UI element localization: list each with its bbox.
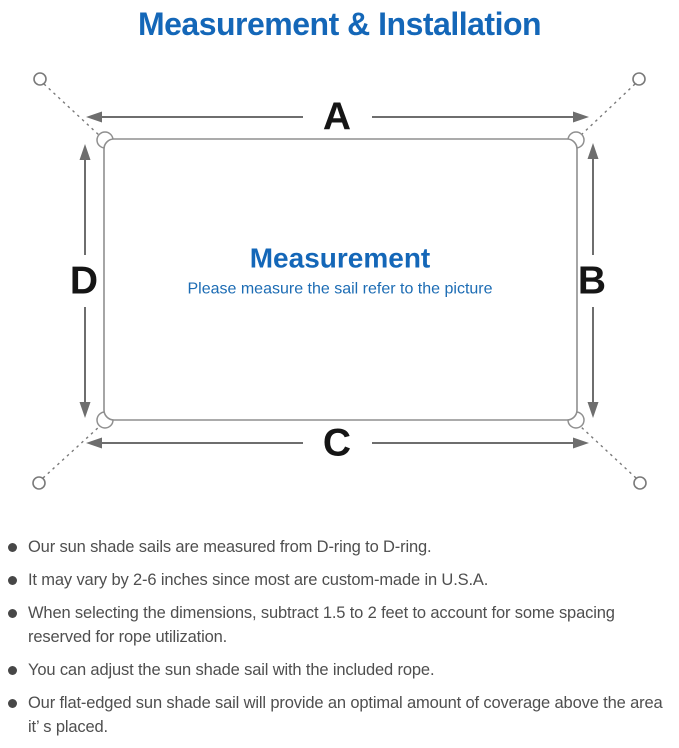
- list-item-text: Our flat-edged sun shade sail will provi…: [28, 694, 663, 736]
- arrow-a-head-left: [86, 111, 102, 123]
- anchor-circles: [32, 72, 647, 490]
- dimension-label-c: C: [323, 422, 351, 465]
- list-item: Our flat-edged sun shade sail will provi…: [0, 691, 679, 739]
- arrow-d-head-top: [79, 144, 91, 160]
- list-item: You can adjust the sun shade sail with t…: [0, 658, 679, 682]
- dimension-label-d: D: [70, 260, 98, 303]
- bullet-dot-icon: [8, 608, 17, 618]
- anchor-circle-top-right: [632, 72, 646, 86]
- dimension-arrow-a: [86, 111, 589, 123]
- list-item-text: You can adjust the sun shade sail with t…: [28, 661, 435, 679]
- dimension-label-a: A: [323, 96, 351, 139]
- dimension-arrow-c: [86, 437, 589, 449]
- anchor-line-bottom-right: [579, 425, 637, 479]
- page-title: Measurement & Installation: [137, 5, 542, 42]
- list-item-text: When selecting the dimensions, subtract …: [28, 604, 615, 646]
- arrow-d-head-bottom: [79, 402, 91, 418]
- measurement-diagram: A C D B Measurement Please measure the s…: [0, 55, 679, 505]
- bullet-dot-icon: [8, 575, 17, 585]
- instruction-list: Our sun shade sails are measured from D-…: [0, 535, 679, 748]
- anchor-circle-bottom-left: [32, 476, 46, 490]
- anchor-line-top-right: [579, 83, 636, 137]
- bullet-dot-icon: [8, 665, 17, 675]
- bullet-dot-icon: [8, 698, 17, 708]
- arrow-b-head-bottom: [587, 402, 599, 418]
- list-item: Our sun shade sails are measured from D-…: [0, 535, 679, 559]
- anchor-circle-bottom-right: [633, 476, 647, 490]
- arrow-c-head-left: [86, 437, 102, 449]
- bullet-dot-icon: [8, 542, 17, 552]
- arrow-c-head-right: [573, 437, 589, 449]
- measurement-diagram-svg: A C D B Measurement Please measure the s…: [32, 72, 647, 490]
- dimension-arrow-d: [79, 144, 91, 418]
- anchor-circle-top-left: [33, 72, 47, 86]
- arrow-a-head-right: [573, 111, 589, 123]
- anchor-line-bottom-left: [42, 425, 101, 479]
- dimension-label-b: B: [578, 260, 606, 303]
- dimension-arrow-b: [587, 143, 599, 418]
- measurement-center-subtitle: Please measure the sail refer to the pic…: [187, 281, 492, 298]
- anchor-line-top-left: [43, 83, 101, 137]
- arrow-b-head-top: [587, 143, 599, 159]
- list-item: When selecting the dimensions, subtract …: [0, 601, 679, 649]
- sail-rectangle: [103, 138, 578, 421]
- list-item-text: Our sun shade sails are measured from D-…: [28, 538, 432, 556]
- list-item: It may vary by 2-6 inches since most are…: [0, 568, 679, 592]
- measurement-center-title: Measurement: [250, 243, 431, 274]
- list-item-text: It may vary by 2-6 inches since most are…: [28, 571, 489, 589]
